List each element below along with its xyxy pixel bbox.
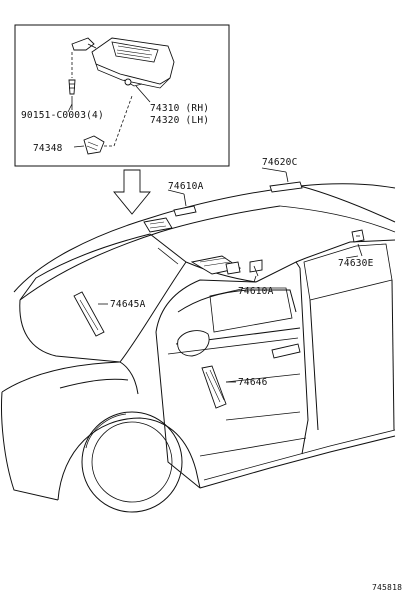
arrow-icon <box>113 169 151 215</box>
coat-hook-part <box>351 229 365 257</box>
label-door-grip: 74646 <box>238 377 268 388</box>
car-body <box>1 183 396 513</box>
sun-visor-part <box>71 37 175 89</box>
figure-id: 745818 <box>372 583 402 592</box>
rear-visor-part <box>190 255 263 277</box>
label-pillar-trim: 74645A <box>110 299 146 310</box>
inset-detail-box: 90151-C0003(4) 74310 (RH) 74320 (LH) 743… <box>14 24 230 167</box>
label-holder: 74348 <box>33 143 63 154</box>
label-visor-rh: 74310 (RH) <box>150 103 209 114</box>
pillar-trim-part <box>73 291 108 337</box>
door-grip-part <box>201 365 236 409</box>
label-coat-hook: 74630E <box>338 258 374 269</box>
roof-assist-grip-part <box>269 171 303 193</box>
label-visor-lh: 74320 (LH) <box>150 115 209 126</box>
label-visor-holder-rear: 74610A <box>238 286 274 297</box>
label-screw: 90151-C0003(4) <box>21 110 104 121</box>
visor-holder-clip-part <box>83 95 133 155</box>
label-assist-grip-roof: 74620C <box>262 157 298 168</box>
label-visor-holder-front: 74610A <box>168 181 204 192</box>
front-visor-holder-part <box>173 193 197 217</box>
screw-part <box>68 52 76 110</box>
dome-light-part <box>143 217 173 233</box>
